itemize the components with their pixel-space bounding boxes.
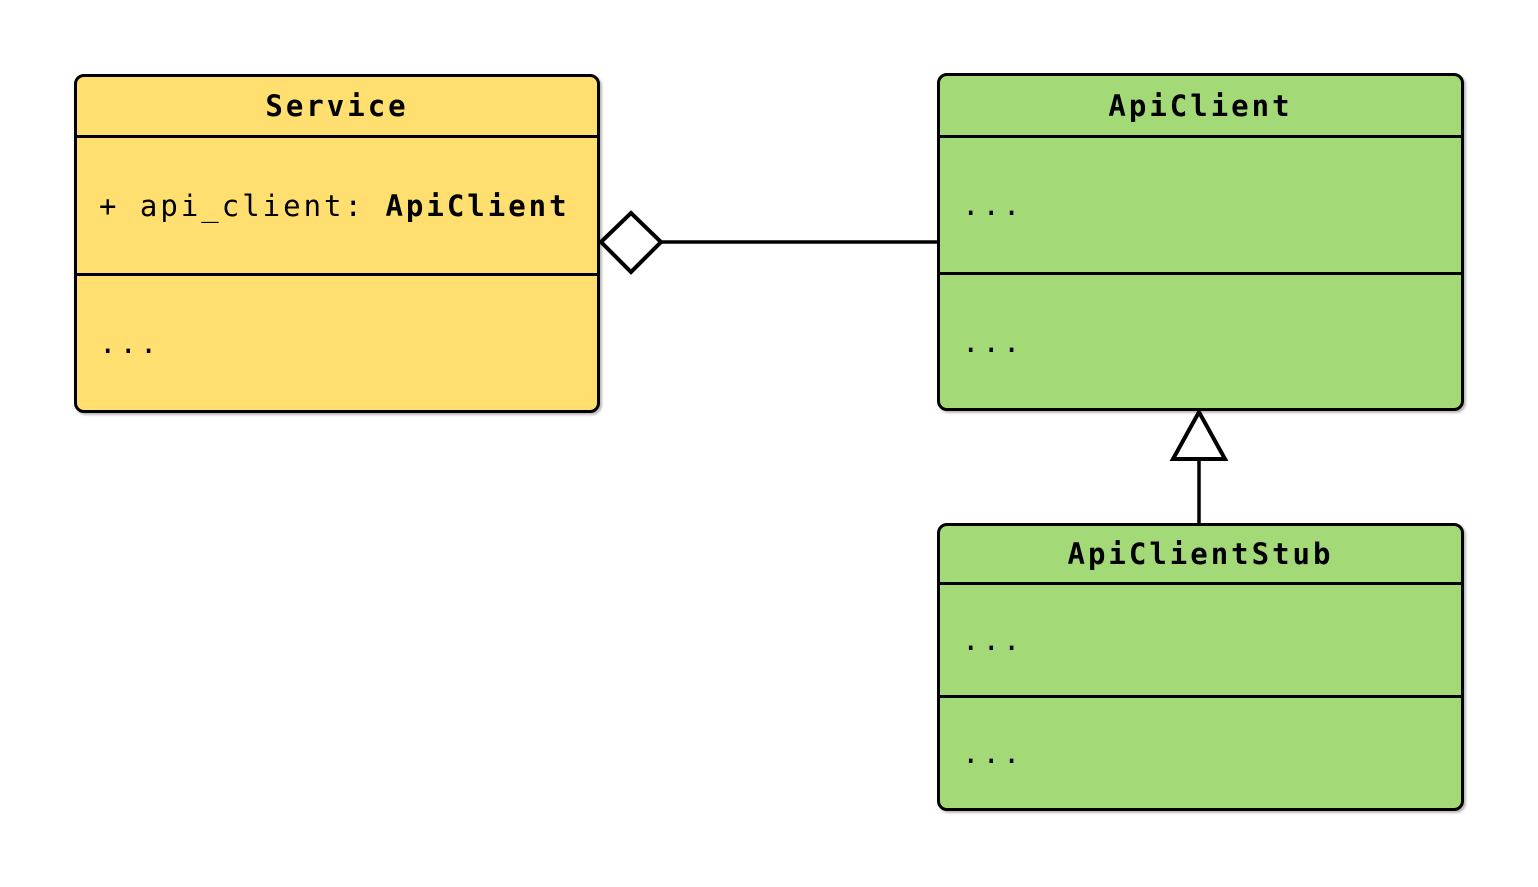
attribute-type: ApiClient bbox=[385, 188, 570, 223]
class-title-apiclient: ApiClient bbox=[940, 76, 1461, 138]
inheritance-connector bbox=[1169, 407, 1229, 523]
class-methods-service: ... bbox=[99, 326, 161, 360]
class-box-apiclientstub: ApiClientStub ... ... bbox=[937, 523, 1464, 811]
class-box-service: Service + api_client: ApiClient ... bbox=[74, 74, 600, 413]
class-methods-apiclient: ... bbox=[962, 324, 1024, 359]
class-title-service: Service bbox=[77, 77, 597, 138]
class-methods-apiclientstub: ... bbox=[962, 736, 1024, 770]
aggregation-connector bbox=[598, 210, 937, 275]
attribute-name: + api_client: bbox=[99, 188, 386, 223]
class-attributes-apiclientstub: ... bbox=[940, 585, 1461, 698]
class-attributes-apiclient: ... bbox=[940, 138, 1461, 275]
class-attributes-service: + api_client: ApiClient bbox=[77, 138, 597, 276]
inheritance-triangle-icon bbox=[1169, 407, 1229, 461]
class-title-apiclientstub: ApiClientStub bbox=[940, 526, 1461, 585]
class-box-apiclient: ApiClient ... ... bbox=[937, 73, 1464, 411]
aggregation-diamond-icon bbox=[598, 210, 664, 275]
